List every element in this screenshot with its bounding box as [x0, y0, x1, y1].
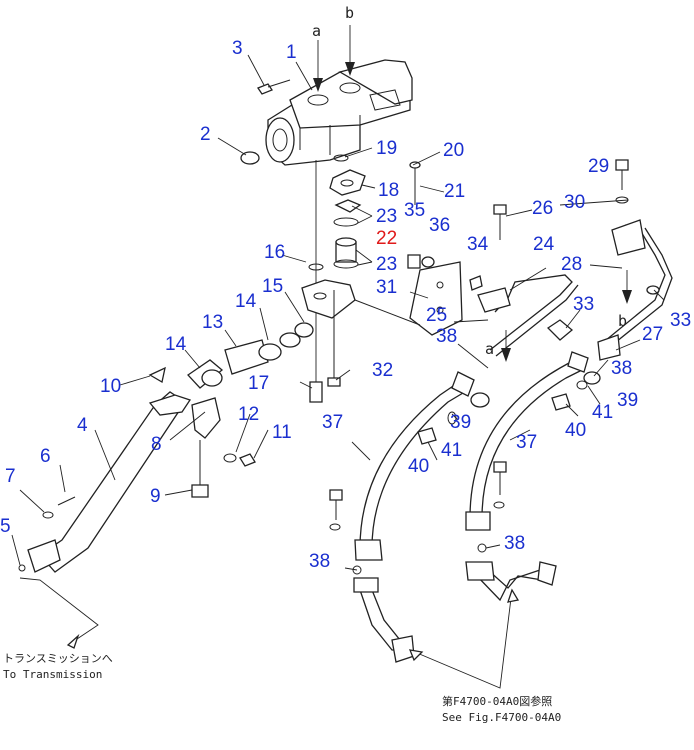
marker-a-lower: a [485, 340, 494, 358]
callout-12: 12 [238, 404, 259, 425]
marker-a-top: a [312, 22, 321, 40]
note-to-transmission-jp: トランスミッションへ [3, 652, 113, 665]
callout-37-left: 37 [322, 412, 343, 433]
callout-18: 18 [378, 180, 399, 201]
flow-arrows [313, 25, 632, 362]
callout-40-left: 40 [408, 456, 429, 477]
callout-6: 6 [40, 446, 51, 467]
annotations: トランスミッションへ To Transmission 第F4700-04A0図参… [3, 652, 561, 724]
callout-14-right: 14 [235, 291, 257, 312]
hose-37-left [354, 371, 490, 561]
pipe-24 [477, 274, 579, 357]
callout-34: 34 [467, 234, 489, 255]
callout-40-right: 40 [565, 420, 586, 441]
flow-markers: a b a b [312, 4, 627, 358]
callout-33-right: 33 [670, 310, 691, 331]
hose-clamp-parts [148, 322, 314, 389]
bolt-21 [409, 161, 421, 205]
callout-37-right: 37 [516, 432, 537, 453]
callout-30: 30 [564, 192, 585, 213]
callout-numbers: 3 1 2 19 20 18 21 23 35 36 22 23 26 29 3… [0, 38, 691, 572]
callout-39-right: 39 [617, 390, 638, 411]
pump-assembly [240, 59, 413, 166]
callout-20: 20 [443, 140, 464, 161]
leader-lines [11, 54, 665, 571]
callout-22: 22 [376, 228, 397, 249]
callout-41-left: 41 [441, 440, 462, 461]
callout-11: 11 [272, 422, 292, 443]
note-see-fig-jp: 第F4700-04A0図参照 [442, 694, 552, 708]
hose-37-right [465, 351, 601, 531]
callout-1: 1 [286, 42, 297, 63]
transmission-leader [19, 577, 99, 649]
callout-23-top: 23 [376, 206, 397, 227]
callout-9: 9 [150, 486, 161, 507]
callout-29: 29 [588, 156, 609, 177]
callout-15: 15 [262, 276, 283, 297]
bracket-31 [354, 261, 463, 336]
callout-19: 19 [376, 138, 397, 159]
callout-36: 36 [429, 215, 450, 236]
bolt-26 [493, 204, 507, 240]
callout-4: 4 [77, 415, 88, 436]
callout-14-left: 14 [165, 334, 187, 355]
callout-33-mid: 33 [573, 294, 594, 315]
bolts-6-7 [18, 496, 76, 572]
note-see-fig-en: See Fig.F4700-04A0 [442, 711, 561, 724]
callout-39-left: 39 [450, 412, 471, 433]
fitting-stack [301, 154, 366, 403]
lower-pipe-left [353, 577, 415, 663]
callout-10: 10 [100, 376, 121, 397]
small-bolts-lower [329, 380, 588, 575]
callout-28: 28 [561, 254, 582, 275]
callout-5: 5 [0, 516, 11, 537]
fitting-34-35-36 [407, 254, 574, 341]
callout-24: 24 [533, 234, 555, 255]
callout-41-right: 41 [592, 402, 613, 423]
see-fig-leader [408, 588, 520, 689]
lower-pipe-right [465, 561, 557, 602]
callout-31: 31 [376, 277, 397, 298]
callout-25: 25 [426, 305, 447, 326]
callout-17: 17 [248, 373, 269, 394]
callout-26: 26 [532, 198, 553, 219]
callout-35: 35 [404, 200, 425, 221]
marker-b-top: b [345, 4, 354, 22]
callout-38-lower-left: 38 [309, 551, 330, 572]
callout-38-lower-right: 38 [504, 533, 525, 554]
bolt-29 [615, 159, 629, 204]
bolt-3 [257, 79, 291, 95]
callout-13: 13 [202, 312, 223, 333]
note-to-transmission-en: To Transmission [3, 668, 102, 681]
callout-38-right: 38 [611, 358, 632, 379]
callout-8: 8 [151, 434, 162, 455]
callout-38-upper: 38 [436, 326, 457, 347]
callout-21: 21 [444, 181, 465, 202]
marker-b-lower: b [618, 312, 627, 330]
callout-16: 16 [264, 242, 285, 263]
suction-pipe-4 [27, 391, 192, 573]
callout-27: 27 [642, 324, 663, 345]
callout-7: 7 [5, 466, 16, 487]
callout-23-bottom: 23 [376, 254, 397, 275]
callout-32: 32 [372, 360, 393, 381]
callout-2: 2 [200, 124, 211, 145]
pipe-27 [597, 219, 673, 361]
callout-3: 3 [232, 38, 243, 59]
bracket-8 [191, 397, 256, 498]
